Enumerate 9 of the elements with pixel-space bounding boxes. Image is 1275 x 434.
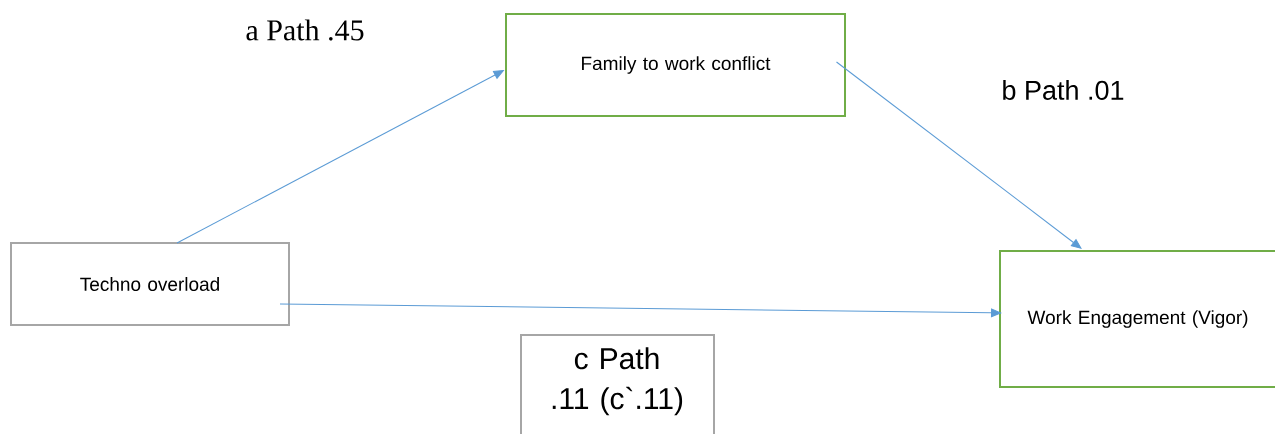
text-box: Techno overload [10, 242, 290, 326]
path-label: a Path .45 [246, 19, 364, 41]
path-label: b Path .01 [1003, 80, 1124, 100]
arrow [836, 61, 1082, 249]
text-box: c Path .11 (c`.11) [520, 334, 715, 434]
arrow [176, 70, 504, 244]
text-box: Work Engagement (Vigor) [999, 250, 1275, 388]
arrow [279, 303, 1002, 318]
text-box: Family to work conflict [505, 13, 846, 117]
